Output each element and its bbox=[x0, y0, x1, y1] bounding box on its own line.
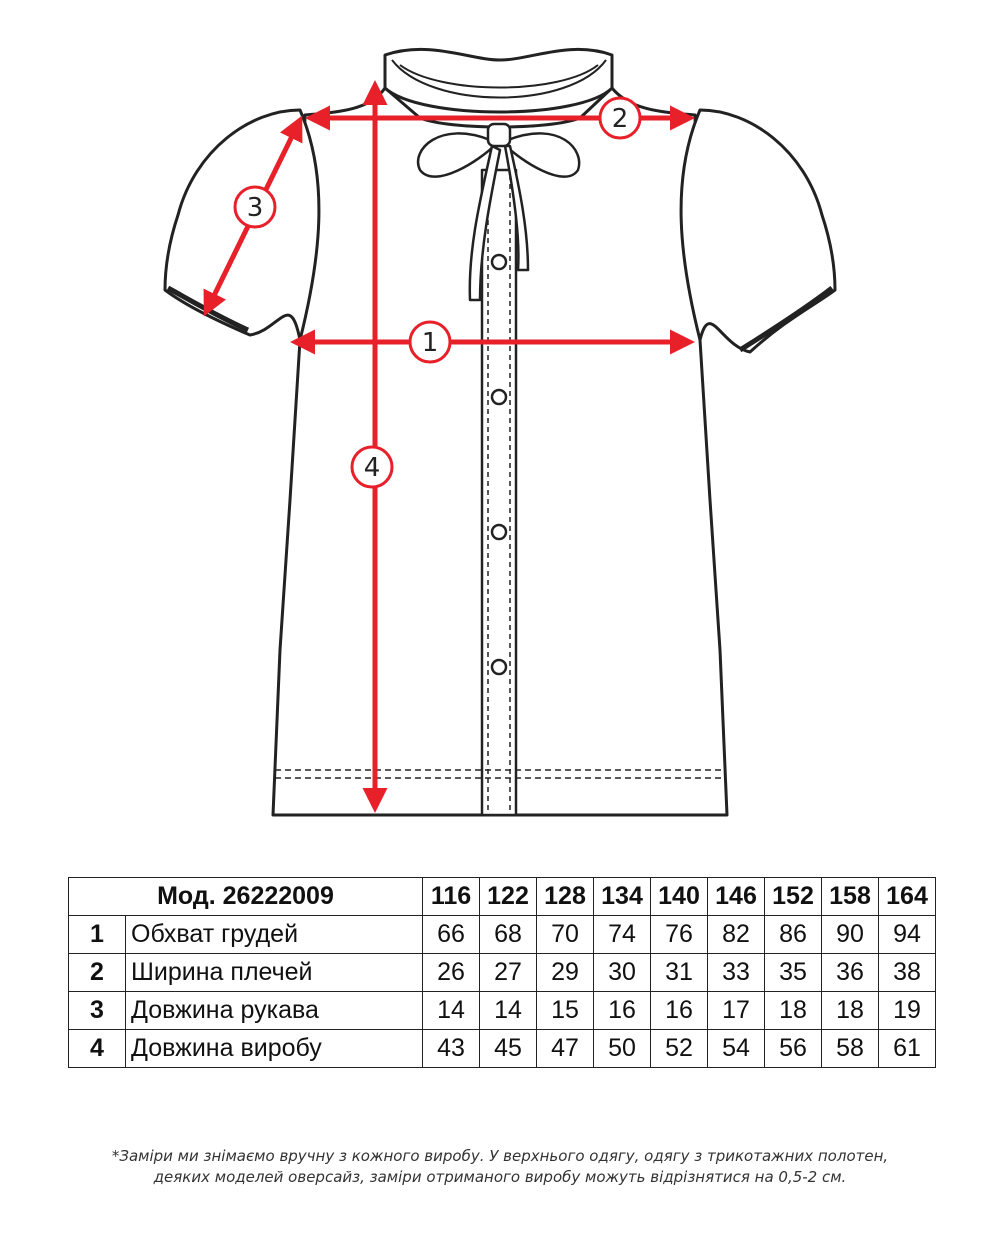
blouse-measurement-diagram: 1 2 3 4 bbox=[163, 47, 837, 817]
table-cell: 14 bbox=[479, 991, 537, 1030]
table-row: 2 Ширина плечей 26 27 29 30 31 33 35 36 … bbox=[68, 953, 936, 992]
table-row: 1 Обхват грудей 66 68 70 74 76 82 86 90 … bbox=[68, 915, 936, 954]
table-cell: 16 bbox=[593, 991, 651, 1030]
row-number: 2 bbox=[68, 953, 126, 992]
row-label: Обхват грудей bbox=[125, 915, 423, 954]
table-cell: 68 bbox=[479, 915, 537, 954]
table-cell: 31 bbox=[650, 953, 708, 992]
table-cell: 27 bbox=[479, 953, 537, 992]
size-header: 152 bbox=[764, 877, 822, 916]
footnote: *Заміри ми знімаємо вручну з кожного вир… bbox=[40, 1146, 960, 1188]
size-header: 158 bbox=[821, 877, 879, 916]
blouse-outline bbox=[163, 47, 837, 817]
svg-text:1: 1 bbox=[422, 328, 439, 358]
size-table: Мод. 26222009 116 122 128 134 140 146 15… bbox=[68, 877, 936, 1068]
table-cell: 16 bbox=[650, 991, 708, 1030]
row-label: Довжина виробу bbox=[125, 1029, 423, 1068]
marker-4: 4 bbox=[350, 445, 394, 489]
row-number: 1 bbox=[68, 915, 126, 954]
table-cell: 50 bbox=[593, 1029, 651, 1068]
table-cell: 90 bbox=[821, 915, 879, 954]
size-header: 116 bbox=[422, 877, 480, 916]
table-cell: 15 bbox=[536, 991, 594, 1030]
table-cell: 26 bbox=[422, 953, 480, 992]
footnote-line: *Заміри ми знімаємо вручну з кожного вир… bbox=[111, 1147, 889, 1165]
table-cell: 76 bbox=[650, 915, 708, 954]
table-cell: 52 bbox=[650, 1029, 708, 1068]
table-row: 4 Довжина виробу 43 45 47 50 52 54 56 58… bbox=[68, 1029, 936, 1068]
table-cell: 36 bbox=[821, 953, 879, 992]
size-header: 134 bbox=[593, 877, 651, 916]
table-header-row: Мод. 26222009 116 122 128 134 140 146 15… bbox=[68, 877, 936, 916]
footnote-line: деяких моделей оверсайз, заміри отримано… bbox=[153, 1168, 847, 1186]
size-header: 128 bbox=[536, 877, 594, 916]
size-header: 122 bbox=[479, 877, 537, 916]
row-label: Ширина плечей bbox=[125, 953, 423, 992]
left-sleeve bbox=[163, 108, 321, 342]
svg-text:4: 4 bbox=[364, 453, 381, 483]
row-label: Довжина рукава bbox=[125, 991, 423, 1030]
table-cell: 94 bbox=[878, 915, 936, 954]
right-sleeve bbox=[679, 108, 837, 354]
table-cell: 45 bbox=[479, 1029, 537, 1068]
marker-3: 3 bbox=[233, 185, 277, 229]
table-cell: 18 bbox=[821, 991, 879, 1030]
table-cell: 43 bbox=[422, 1029, 480, 1068]
button bbox=[490, 253, 508, 271]
marker-1: 1 bbox=[408, 320, 452, 364]
svg-text:3: 3 bbox=[247, 193, 264, 223]
table-cell: 19 bbox=[878, 991, 936, 1030]
table-cell: 54 bbox=[707, 1029, 765, 1068]
table-cell: 17 bbox=[707, 991, 765, 1030]
table-cell: 47 bbox=[536, 1029, 594, 1068]
table-cell: 38 bbox=[878, 953, 936, 992]
table-cell: 30 bbox=[593, 953, 651, 992]
table-cell: 82 bbox=[707, 915, 765, 954]
size-header: 164 bbox=[878, 877, 936, 916]
table-cell: 14 bbox=[422, 991, 480, 1030]
table-cell: 29 bbox=[536, 953, 594, 992]
table-row: 3 Довжина рукава 14 14 15 16 16 17 18 18… bbox=[68, 991, 936, 1030]
table-cell: 35 bbox=[764, 953, 822, 992]
model-title: Мод. 26222009 bbox=[68, 877, 423, 916]
table-cell: 18 bbox=[764, 991, 822, 1030]
table-cell: 33 bbox=[707, 953, 765, 992]
svg-text:2: 2 bbox=[612, 104, 629, 134]
size-header: 146 bbox=[707, 877, 765, 916]
size-header: 140 bbox=[650, 877, 708, 916]
table-cell: 56 bbox=[764, 1029, 822, 1068]
table-cell: 61 bbox=[878, 1029, 936, 1068]
table-cell: 70 bbox=[536, 915, 594, 954]
table-cell: 74 bbox=[593, 915, 651, 954]
table-cell: 66 bbox=[422, 915, 480, 954]
button bbox=[490, 523, 508, 541]
table-cell: 58 bbox=[821, 1029, 879, 1068]
button bbox=[490, 658, 508, 676]
table-cell: 86 bbox=[764, 915, 822, 954]
row-number: 3 bbox=[68, 991, 126, 1030]
button bbox=[490, 388, 508, 406]
marker-2: 2 bbox=[598, 96, 642, 140]
row-number: 4 bbox=[68, 1029, 126, 1068]
bow bbox=[416, 132, 497, 178]
